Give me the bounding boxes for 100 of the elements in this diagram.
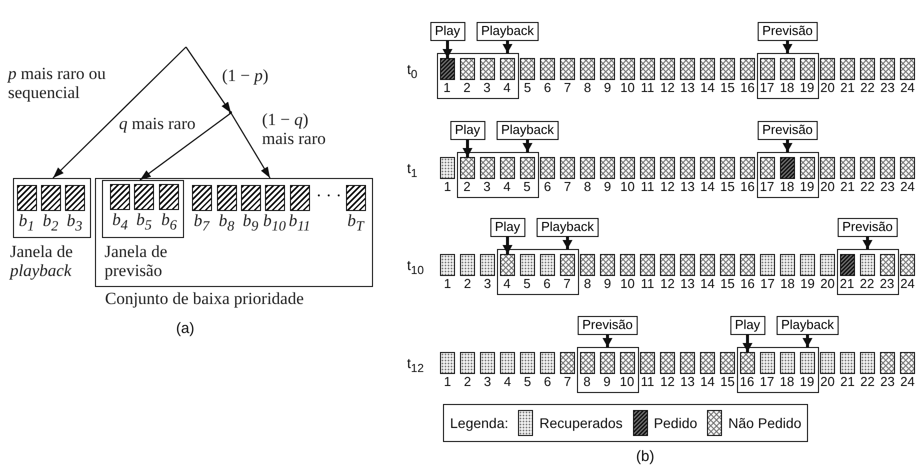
block-number: 19 <box>798 80 816 94</box>
block-label: b$_{3}$ <box>66 210 84 236</box>
block-number: 17 <box>758 80 776 94</box>
block-number: 21 <box>839 179 856 194</box>
edge-label: (1 − p) <box>222 66 268 85</box>
block-number: 2 <box>462 80 472 94</box>
callout-label: Previsão <box>757 121 818 140</box>
block-number: 8 <box>582 179 592 194</box>
block-label: b$_{1}$ <box>18 210 36 236</box>
callout-label: Previsão <box>757 22 818 41</box>
block-number: 6 <box>542 80 552 95</box>
arrow <box>602 335 612 347</box>
callout-label: Playback <box>476 22 539 41</box>
block-number: 1 <box>442 80 452 94</box>
callout-label: Playback <box>496 121 559 140</box>
block-number: 8 <box>582 276 592 291</box>
panel-caption: (b) <box>636 448 654 465</box>
block-number: 14 <box>699 374 716 389</box>
block-number: 5 <box>522 178 532 194</box>
panel-caption: (a) <box>176 320 194 337</box>
window-caption: Janela de previsão <box>104 242 168 280</box>
block-number: 11 <box>640 276 656 291</box>
window-frame <box>496 249 578 295</box>
block-number: 7 <box>562 80 572 95</box>
arrow <box>442 41 452 58</box>
block-number: 16 <box>739 80 756 95</box>
arrow <box>186 46 232 114</box>
block-number: 23 <box>879 80 896 95</box>
window-caption: Conjunto de baixa prioridade <box>105 289 304 308</box>
block-number: 24 <box>899 374 916 389</box>
block-number: 20 <box>819 80 836 95</box>
arrow <box>462 140 472 157</box>
block-number: 6 <box>542 276 552 290</box>
arrow <box>562 237 572 249</box>
block-number: 11 <box>640 80 656 95</box>
callout-label: Previsão <box>577 316 638 335</box>
arrow <box>230 112 271 178</box>
block-number: 18 <box>778 178 796 194</box>
block-number: 2 <box>462 178 472 194</box>
callout-label: Playback <box>536 218 599 237</box>
block-number: 16 <box>739 276 756 291</box>
block-number: 24 <box>899 179 916 194</box>
block-number: 7 <box>562 276 572 290</box>
block-number: 3 <box>482 276 492 291</box>
block-number: 3 <box>482 374 492 389</box>
block-number: 3 <box>482 80 492 94</box>
block-number: 1 <box>442 276 452 291</box>
block-number: 10 <box>618 374 636 388</box>
block-number: 24 <box>899 80 916 95</box>
callout-label: Play <box>430 22 466 41</box>
block-number: 14 <box>699 179 716 194</box>
block-label: b$_{6}$ <box>160 210 178 236</box>
block-number: 10 <box>619 179 636 194</box>
block-number: 21 <box>838 276 856 290</box>
block-number: 7 <box>562 374 572 389</box>
callout-label: Playback <box>776 316 839 335</box>
block-number: 17 <box>758 178 776 194</box>
block-number: 4 <box>502 178 512 194</box>
arrow <box>742 335 752 352</box>
block-number: 10 <box>619 276 636 291</box>
window-frame <box>836 249 898 295</box>
block-number: 5 <box>522 276 532 290</box>
block-number: 6 <box>542 179 552 194</box>
block-number: 18 <box>778 80 796 94</box>
window-frame <box>456 152 538 198</box>
block-number: 21 <box>839 374 856 389</box>
block-number: 4 <box>502 276 512 290</box>
block-number: 8 <box>582 374 592 388</box>
block-number: 5 <box>522 374 532 389</box>
window-frame <box>736 347 818 393</box>
block-number: 9 <box>602 179 612 194</box>
block-number: 21 <box>839 80 856 95</box>
block-label: b$_{2}$ <box>42 210 60 236</box>
block-number: 9 <box>602 374 612 388</box>
block-label: b$_{8}$ <box>218 210 236 236</box>
block-number: 1 <box>442 179 452 194</box>
block-number: 4 <box>502 374 512 389</box>
callout-label: Play <box>730 316 766 335</box>
block-number: 13 <box>679 276 696 291</box>
legend-title: Legenda: <box>450 415 508 431</box>
block-number: 22 <box>859 374 876 389</box>
block-number: 20 <box>819 179 836 194</box>
block-number: 15 <box>719 276 736 291</box>
block-number: 9 <box>602 80 612 95</box>
block-label: b$_{11}$ <box>288 210 312 236</box>
arrow <box>52 46 186 178</box>
block-number: 2 <box>462 276 472 291</box>
block-label: b$_{9}$ <box>242 210 260 236</box>
block-number: 20 <box>819 374 836 389</box>
arrow <box>782 140 792 152</box>
time-label: t$_{0}$ <box>407 61 418 81</box>
block-number: 15 <box>719 374 736 389</box>
block-number: 24 <box>899 276 916 291</box>
block-number: 19 <box>798 178 816 194</box>
block-number: 3 <box>482 178 492 194</box>
block-number: 13 <box>679 374 696 389</box>
block-number: 7 <box>562 179 572 194</box>
arrow <box>140 112 232 180</box>
block-number: 14 <box>699 276 716 291</box>
branch-point <box>229 111 232 114</box>
